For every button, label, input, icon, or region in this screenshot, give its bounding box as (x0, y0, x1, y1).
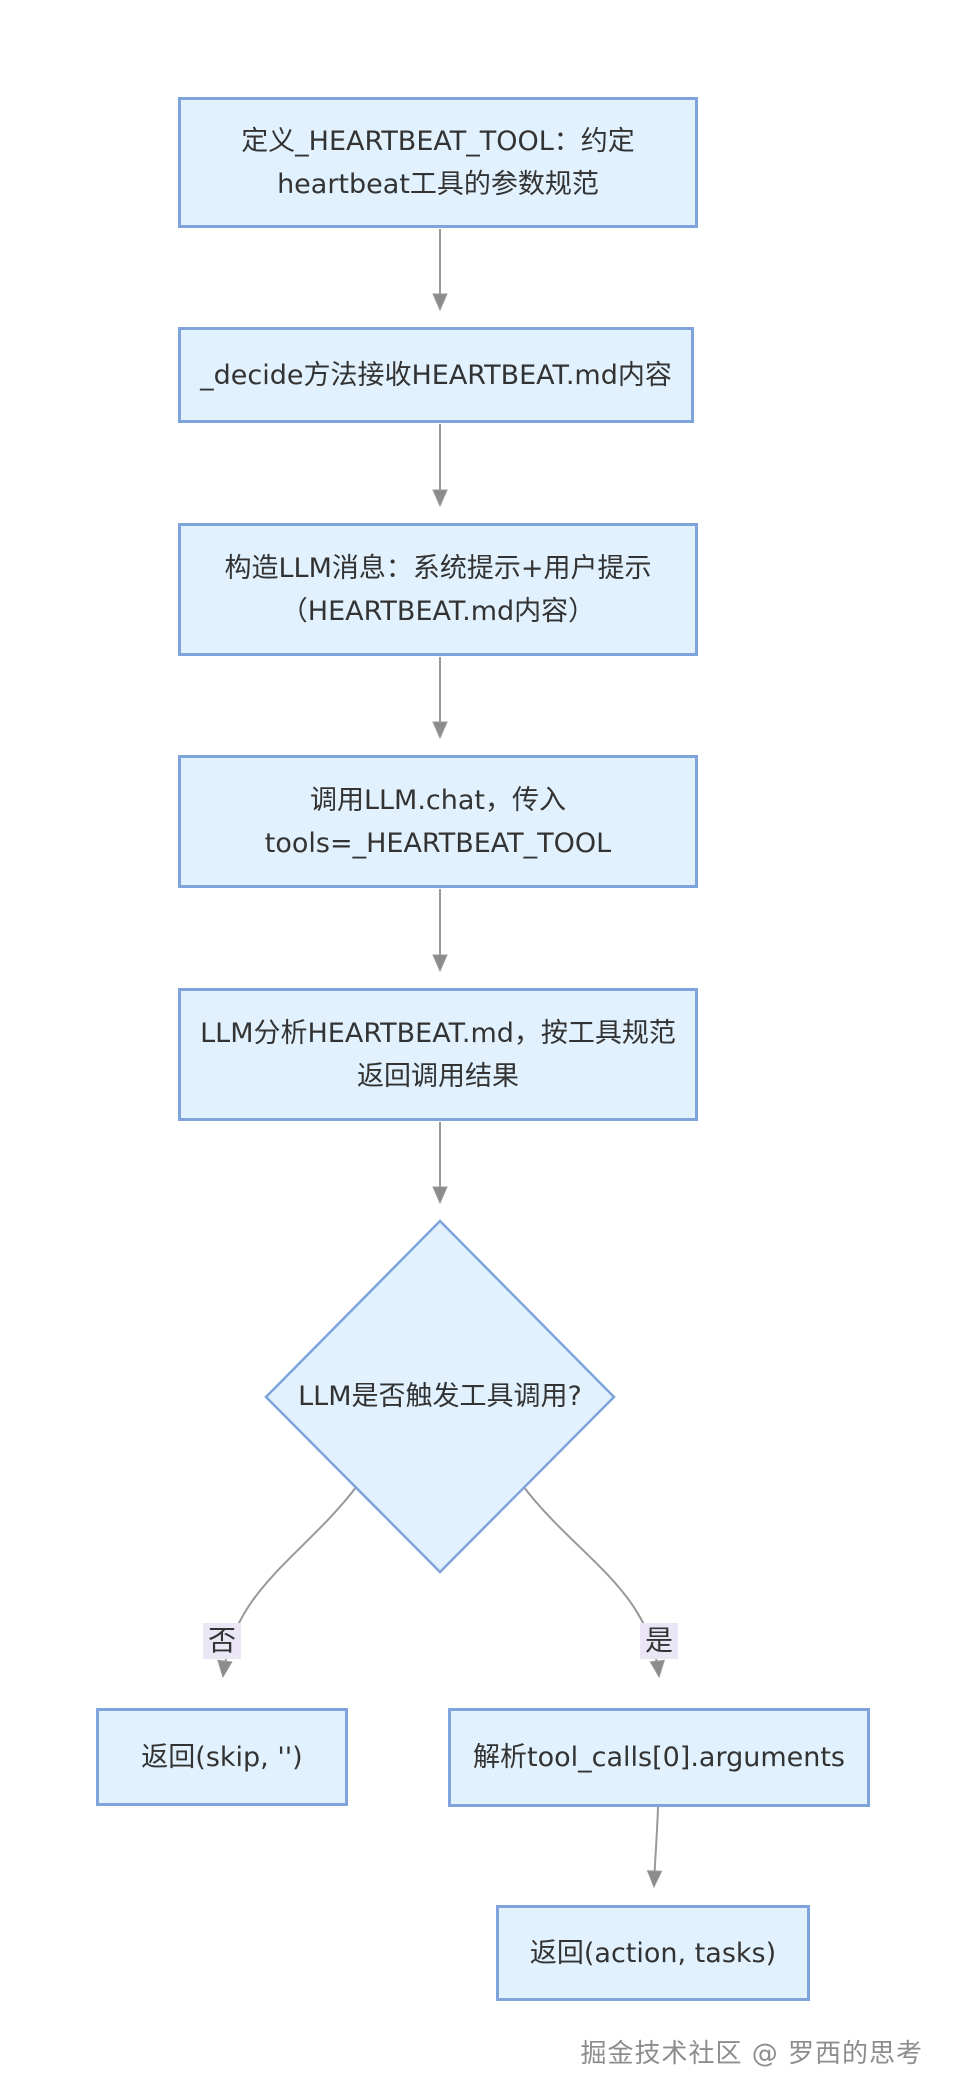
node-llm-analyze: LLM分析HEARTBEAT.md，按工具规范 返回调用结果 (178, 988, 698, 1121)
decision-diamond-shape (264, 1219, 616, 1574)
node-return-skip: 返回(skip, '') (96, 1708, 348, 1806)
node-return-action-tasks: 返回(action, tasks) (496, 1905, 810, 2001)
edge-parse-to-return (654, 1806, 658, 1886)
node-call-llm-chat: 调用LLM.chat，传入 tools=_HEARTBEAT_TOOL (178, 755, 698, 888)
node-decision-label: LLM是否触发工具调用? (298, 1381, 582, 1412)
edge-label-yes: 是 (639, 1623, 679, 1659)
edge-label-no: 否 (202, 1623, 242, 1659)
node-parse-tool-calls: 解析tool_calls[0].arguments (448, 1708, 870, 1807)
node-define-heartbeat-tool: 定义_HEARTBEAT_TOOL：约定 heartbeat工具的参数规范 (178, 97, 698, 228)
node-decide-method: _decide方法接收HEARTBEAT.md内容 (178, 327, 694, 423)
node-build-llm-message: 构造LLM消息：系统提示+用户提示 （HEARTBEAT.md内容） (178, 523, 698, 656)
edge-decision-to-skip (223, 1485, 358, 1676)
edge-decision-to-parse (522, 1485, 659, 1676)
watermark-text: 掘金技术社区 @ 罗西的思考 (580, 2039, 923, 2069)
